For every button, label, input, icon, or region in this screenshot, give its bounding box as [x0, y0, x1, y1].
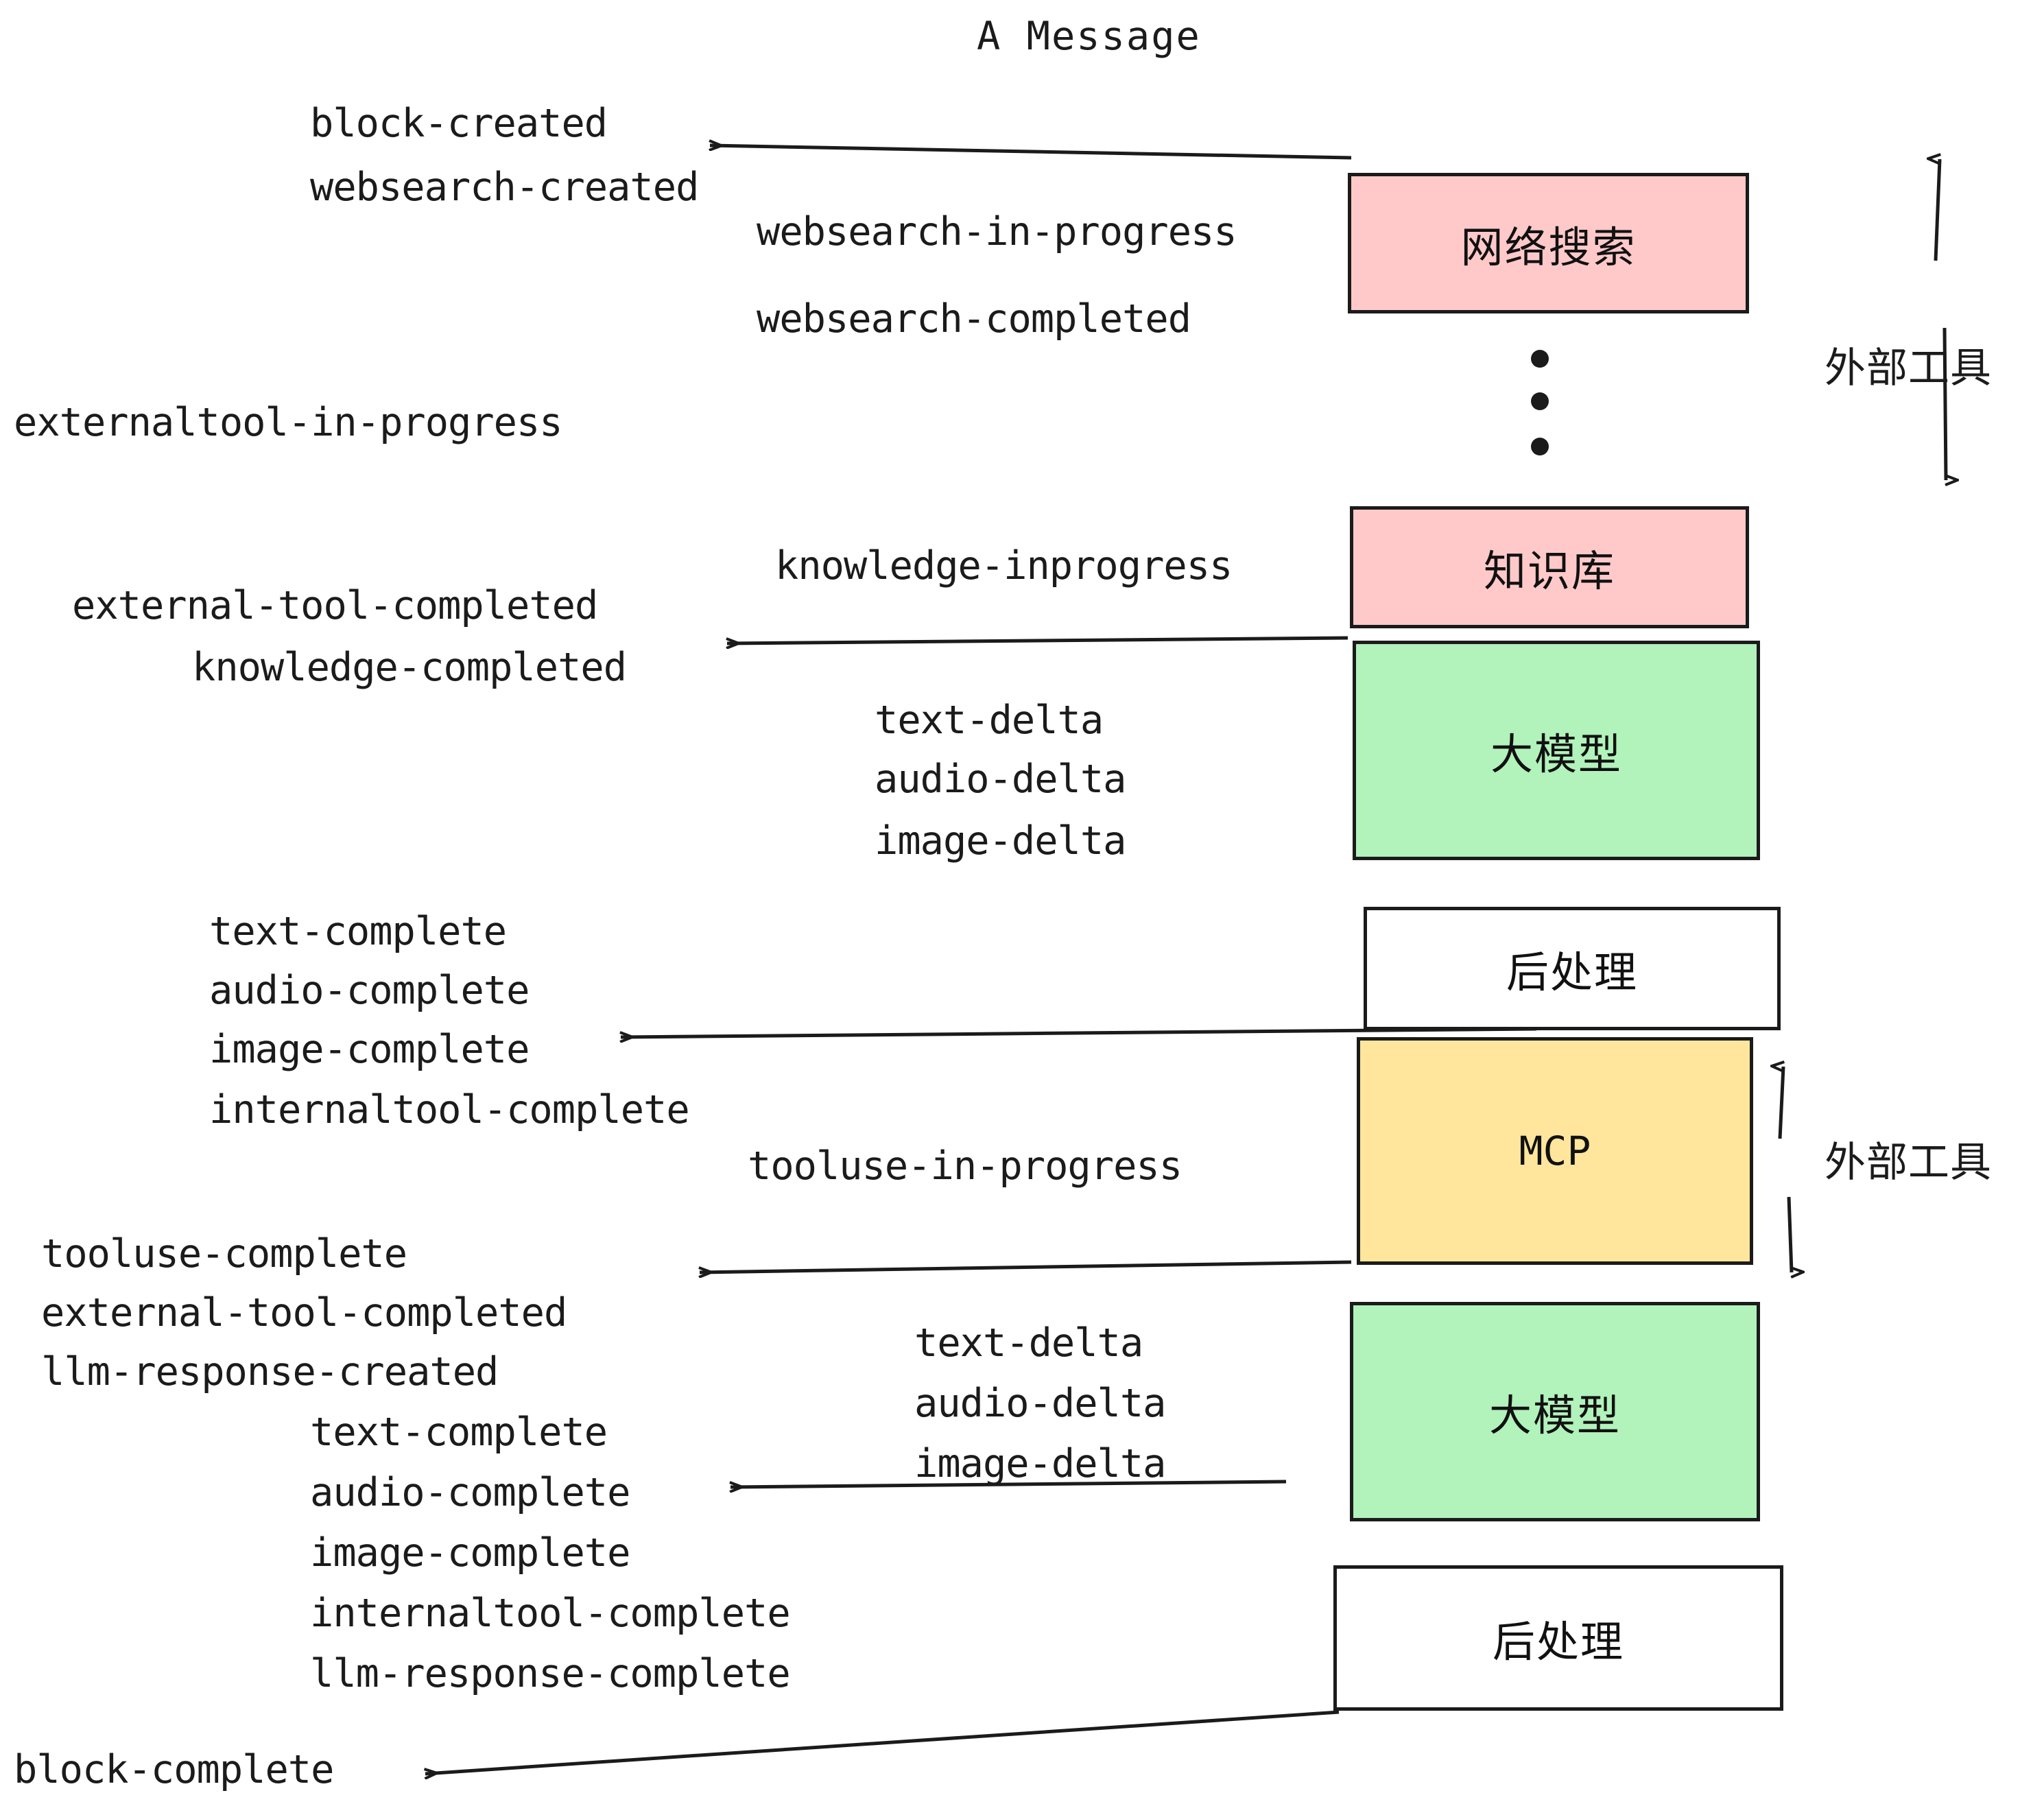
event-image-complete-2: image-complete [310, 1530, 630, 1576]
event-image-delta-1: image-delta [875, 818, 1126, 864]
ellipsis-dot-icon [1531, 350, 1549, 368]
event-block-complete: block-complete [14, 1747, 334, 1792]
arrow-post-to-block-complete [425, 1710, 1340, 1774]
event-text-complete-1: text-complete [209, 909, 507, 954]
event-audio-complete-1: audio-complete [209, 968, 530, 1013]
label-external-tool-top: 外部工具 [1825, 344, 1992, 392]
event-text-complete-2: text-complete [310, 1410, 608, 1455]
event-llm-response-created: llm-response-created [41, 1349, 499, 1394]
event-text-delta-1: text-delta [875, 698, 1104, 743]
event-external-tool-completed-2: external-tool-completed [41, 1290, 567, 1336]
event-image-complete-1: image-complete [209, 1027, 530, 1072]
event-llm-response-complete: llm-response-complete [310, 1651, 791, 1696]
arrow-mcp-to-tooluse-complete [700, 1260, 1352, 1272]
node-post-top-label: 后处理 [1506, 947, 1638, 997]
arrow-knowledge-to-completed [727, 636, 1348, 643]
node-mcp-label: MCP [1519, 1128, 1591, 1174]
event-image-delta-2: image-delta [914, 1441, 1166, 1486]
arrow-websearch-to-created [710, 145, 1352, 160]
event-text-delta-2: text-delta [914, 1320, 1143, 1366]
event-external-tool-completed-1: external-tool-completed [72, 583, 598, 628]
event-websearch-created: websearch-created [310, 165, 699, 210]
event-audio-complete-2: audio-complete [310, 1470, 630, 1515]
event-internaltool-complete-2: internaltool-complete [310, 1591, 791, 1636]
node-post-top[interactable]: 后处理 [1364, 907, 1781, 1030]
event-block-created: block-created [310, 101, 608, 146]
event-audio-delta-1: audio-delta [875, 757, 1126, 802]
node-knowledge-label: 知识库 [1483, 546, 1615, 596]
node-mcp[interactable]: MCP [1357, 1037, 1753, 1265]
label-external-tool-bottom: 外部工具 [1825, 1139, 1992, 1187]
event-knowledge-inprogress: knowledge-inprogress [775, 543, 1233, 589]
event-websearch-in-progress: websearch-in-progress [757, 209, 1237, 254]
event-audio-delta-2: audio-delta [914, 1381, 1166, 1426]
arrow-external-tool-bottom-down [1787, 1196, 1792, 1272]
ellipsis-dot-icon [1531, 438, 1549, 455]
page-title: A Message [977, 14, 1201, 59]
node-knowledge[interactable]: 知识库 [1350, 506, 1749, 628]
node-post-bottom-label: 后处理 [1492, 1617, 1624, 1667]
event-externaltool-in-progress: externaltool-in-progress [14, 400, 563, 445]
ellipsis-dot-icon [1531, 392, 1549, 410]
node-websearch[interactable]: 网络搜索 [1348, 173, 1749, 313]
node-websearch-label: 网络搜索 [1460, 222, 1637, 272]
event-websearch-completed: websearch-completed [757, 296, 1191, 342]
node-llm-top-label: 大模型 [1490, 729, 1622, 779]
arrow-external-tool-bottom-up [1780, 1067, 1785, 1139]
event-knowledge-completed: knowledge-completed [192, 645, 627, 690]
node-llm-top[interactable]: 大模型 [1353, 641, 1760, 860]
arrow-external-tool-top-up [1936, 159, 1942, 261]
event-tooluse-complete: tooluse-complete [41, 1231, 407, 1277]
event-tooluse-in-progress: tooluse-in-progress [748, 1143, 1183, 1189]
event-internaltool-complete-1: internaltool-complete [209, 1087, 690, 1132]
node-llm-bottom-label: 大模型 [1488, 1390, 1621, 1440]
node-post-bottom[interactable]: 后处理 [1333, 1565, 1783, 1711]
node-llm-bottom[interactable]: 大模型 [1350, 1302, 1760, 1521]
